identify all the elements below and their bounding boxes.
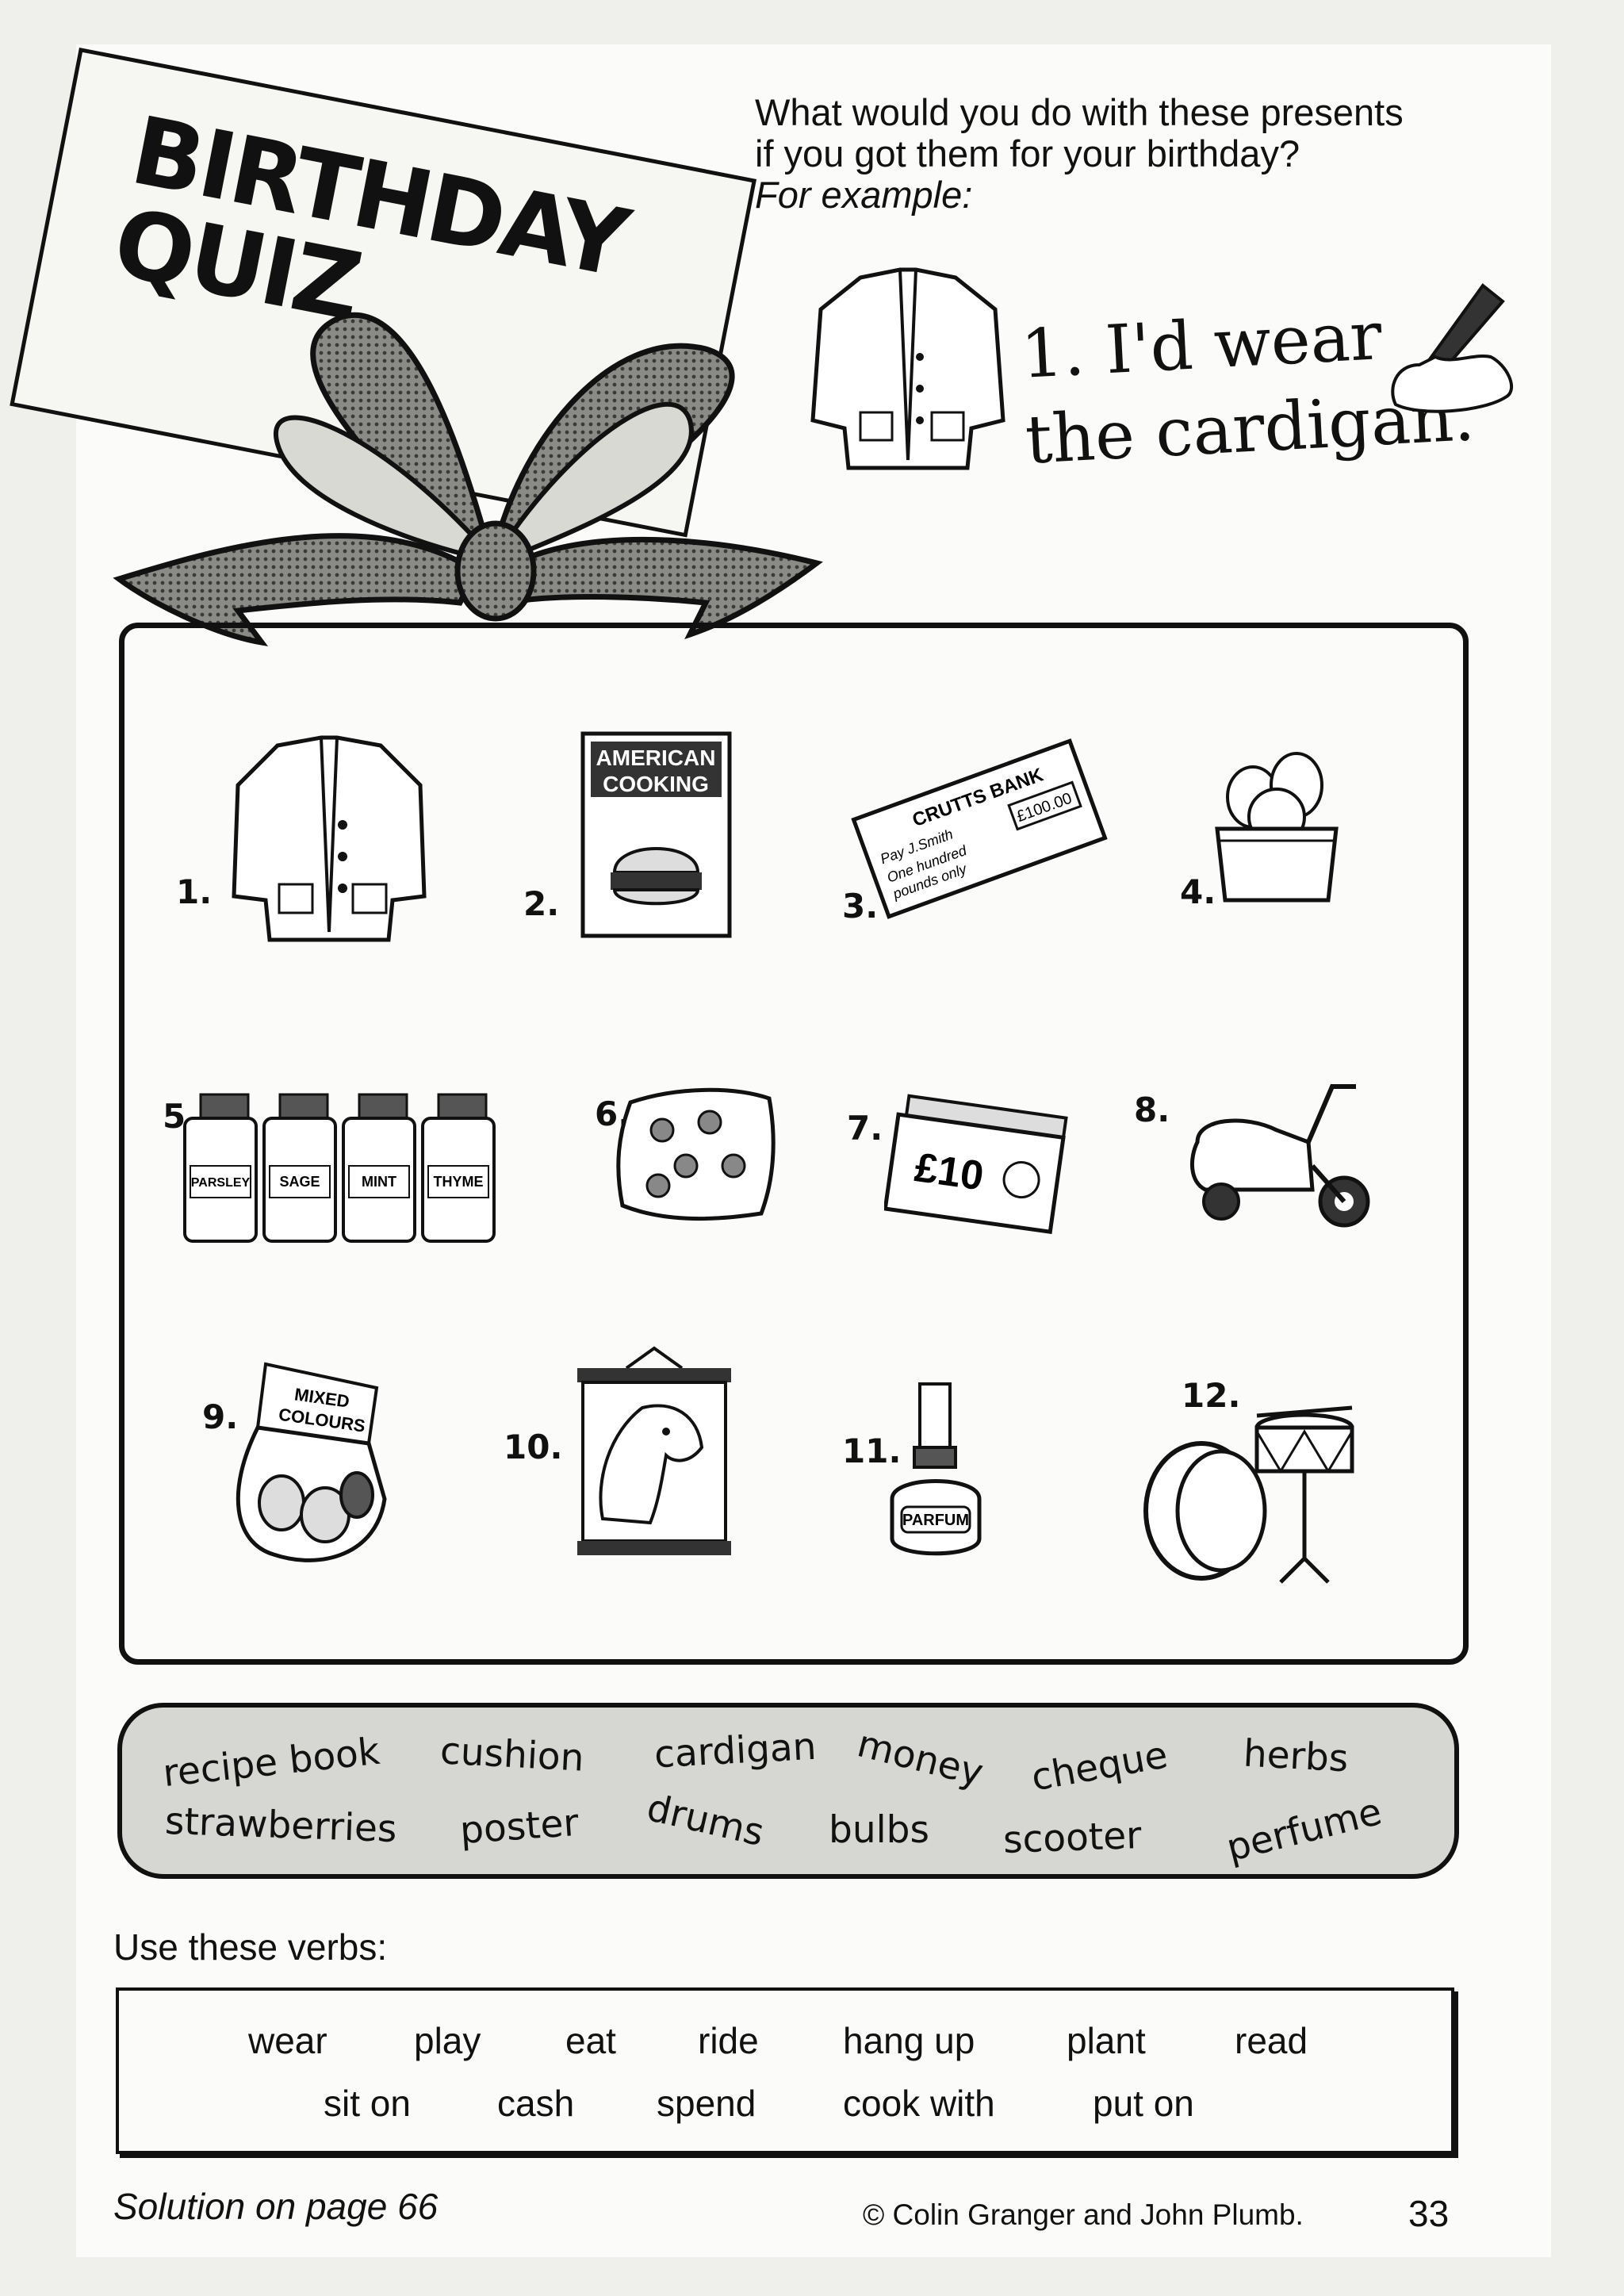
verb-wear: wear xyxy=(248,2020,327,2061)
copyright-notice: © Colin Granger and John Plumb. xyxy=(863,2198,1304,2231)
verbs-box xyxy=(116,1987,1454,2154)
presents-panel xyxy=(119,623,1469,1665)
example-label: For example: xyxy=(755,174,973,216)
book-title-2: COOKING xyxy=(603,772,709,796)
item-number-9: 9. xyxy=(202,1397,239,1436)
word-strawberries: strawberries xyxy=(164,1799,398,1852)
verb-hang-up: hang up xyxy=(843,2020,975,2061)
verb-cash: cash xyxy=(497,2083,575,2124)
word-cushion: cushion xyxy=(439,1729,585,1780)
writing-hand-pen-icon xyxy=(1391,283,1513,413)
banknote-value: £10 xyxy=(912,1144,986,1200)
word-poster: poster xyxy=(458,1800,580,1853)
verb-put-on: put on xyxy=(1093,2083,1194,2124)
verb-cook-with: cook with xyxy=(843,2083,995,2124)
cheque-icon: CRUTTS BANK £100.00 Pay J.Smith One hund… xyxy=(851,738,1108,919)
flower-bulbs-icon: MIXED COLOURS xyxy=(236,1362,387,1562)
verb-plant: plant xyxy=(1067,2020,1146,2061)
recipe-book-icon: AMERICAN COOKING xyxy=(580,731,732,938)
scooter-icon xyxy=(1189,1084,1370,1228)
verb-eat: eat xyxy=(565,2020,616,2061)
verb-sit-on: sit on xyxy=(324,2083,411,2124)
book-title-1: AMERICAN xyxy=(596,746,716,770)
intro-line-2: if you got them for your birthday? xyxy=(755,132,1300,174)
item-number-1: 1. xyxy=(176,872,213,911)
cushion-icon xyxy=(616,1087,776,1221)
verbs-instruction: Use these verbs: xyxy=(113,1926,388,1968)
herb-jars-icon: PARSLEY SAGE MINT THYME xyxy=(183,1093,496,1243)
item-number-10: 10. xyxy=(504,1428,563,1466)
item-number-7: 7. xyxy=(847,1109,883,1148)
word-bank xyxy=(117,1703,1459,1879)
item-number-12: 12. xyxy=(1182,1376,1241,1415)
item-number-4: 4. xyxy=(1180,872,1216,911)
perfume-bottle-icon: PARFUM xyxy=(890,1382,982,1556)
ribbon-bow-icon xyxy=(113,312,823,646)
item-number-2: 2. xyxy=(523,884,560,923)
drum-kit-icon xyxy=(1143,1405,1354,1584)
intro-line-1: What would you do with these presents xyxy=(755,91,1404,133)
cardigan-icon xyxy=(232,735,427,942)
verb-play: play xyxy=(414,2020,481,2061)
word-bulbs: bulbs xyxy=(829,1808,930,1852)
word-cardigan: cardigan xyxy=(653,1724,818,1777)
page-number: 33 xyxy=(1408,2193,1450,2234)
verb-spend: spend xyxy=(657,2083,756,2124)
jar-label-mint: MINT xyxy=(362,1174,396,1190)
jar-label-sage: SAGE xyxy=(279,1174,320,1190)
word-herbs: herbs xyxy=(1242,1731,1350,1781)
banknotes-icon: £10 xyxy=(884,1094,1068,1235)
horse-poster-icon xyxy=(577,1346,731,1555)
solution-reference: Solution on page 66 xyxy=(113,2186,439,2227)
intro-text: What would you do with these presents if… xyxy=(755,92,1548,216)
verb-read: read xyxy=(1235,2020,1308,2061)
word-scooter: scooter xyxy=(1002,1813,1143,1863)
item-number-8: 8. xyxy=(1134,1091,1170,1129)
item-number-11: 11. xyxy=(842,1432,902,1470)
perfume-label: PARFUM xyxy=(902,1512,969,1529)
item-number-3: 3. xyxy=(842,887,879,926)
example-cardigan-icon xyxy=(810,267,1005,470)
jar-label-thyme: THYME xyxy=(434,1174,484,1190)
verb-ride: ride xyxy=(698,2020,759,2061)
jar-label-parsley: PARSLEY xyxy=(191,1176,251,1190)
strawberries-icon xyxy=(1215,752,1339,903)
